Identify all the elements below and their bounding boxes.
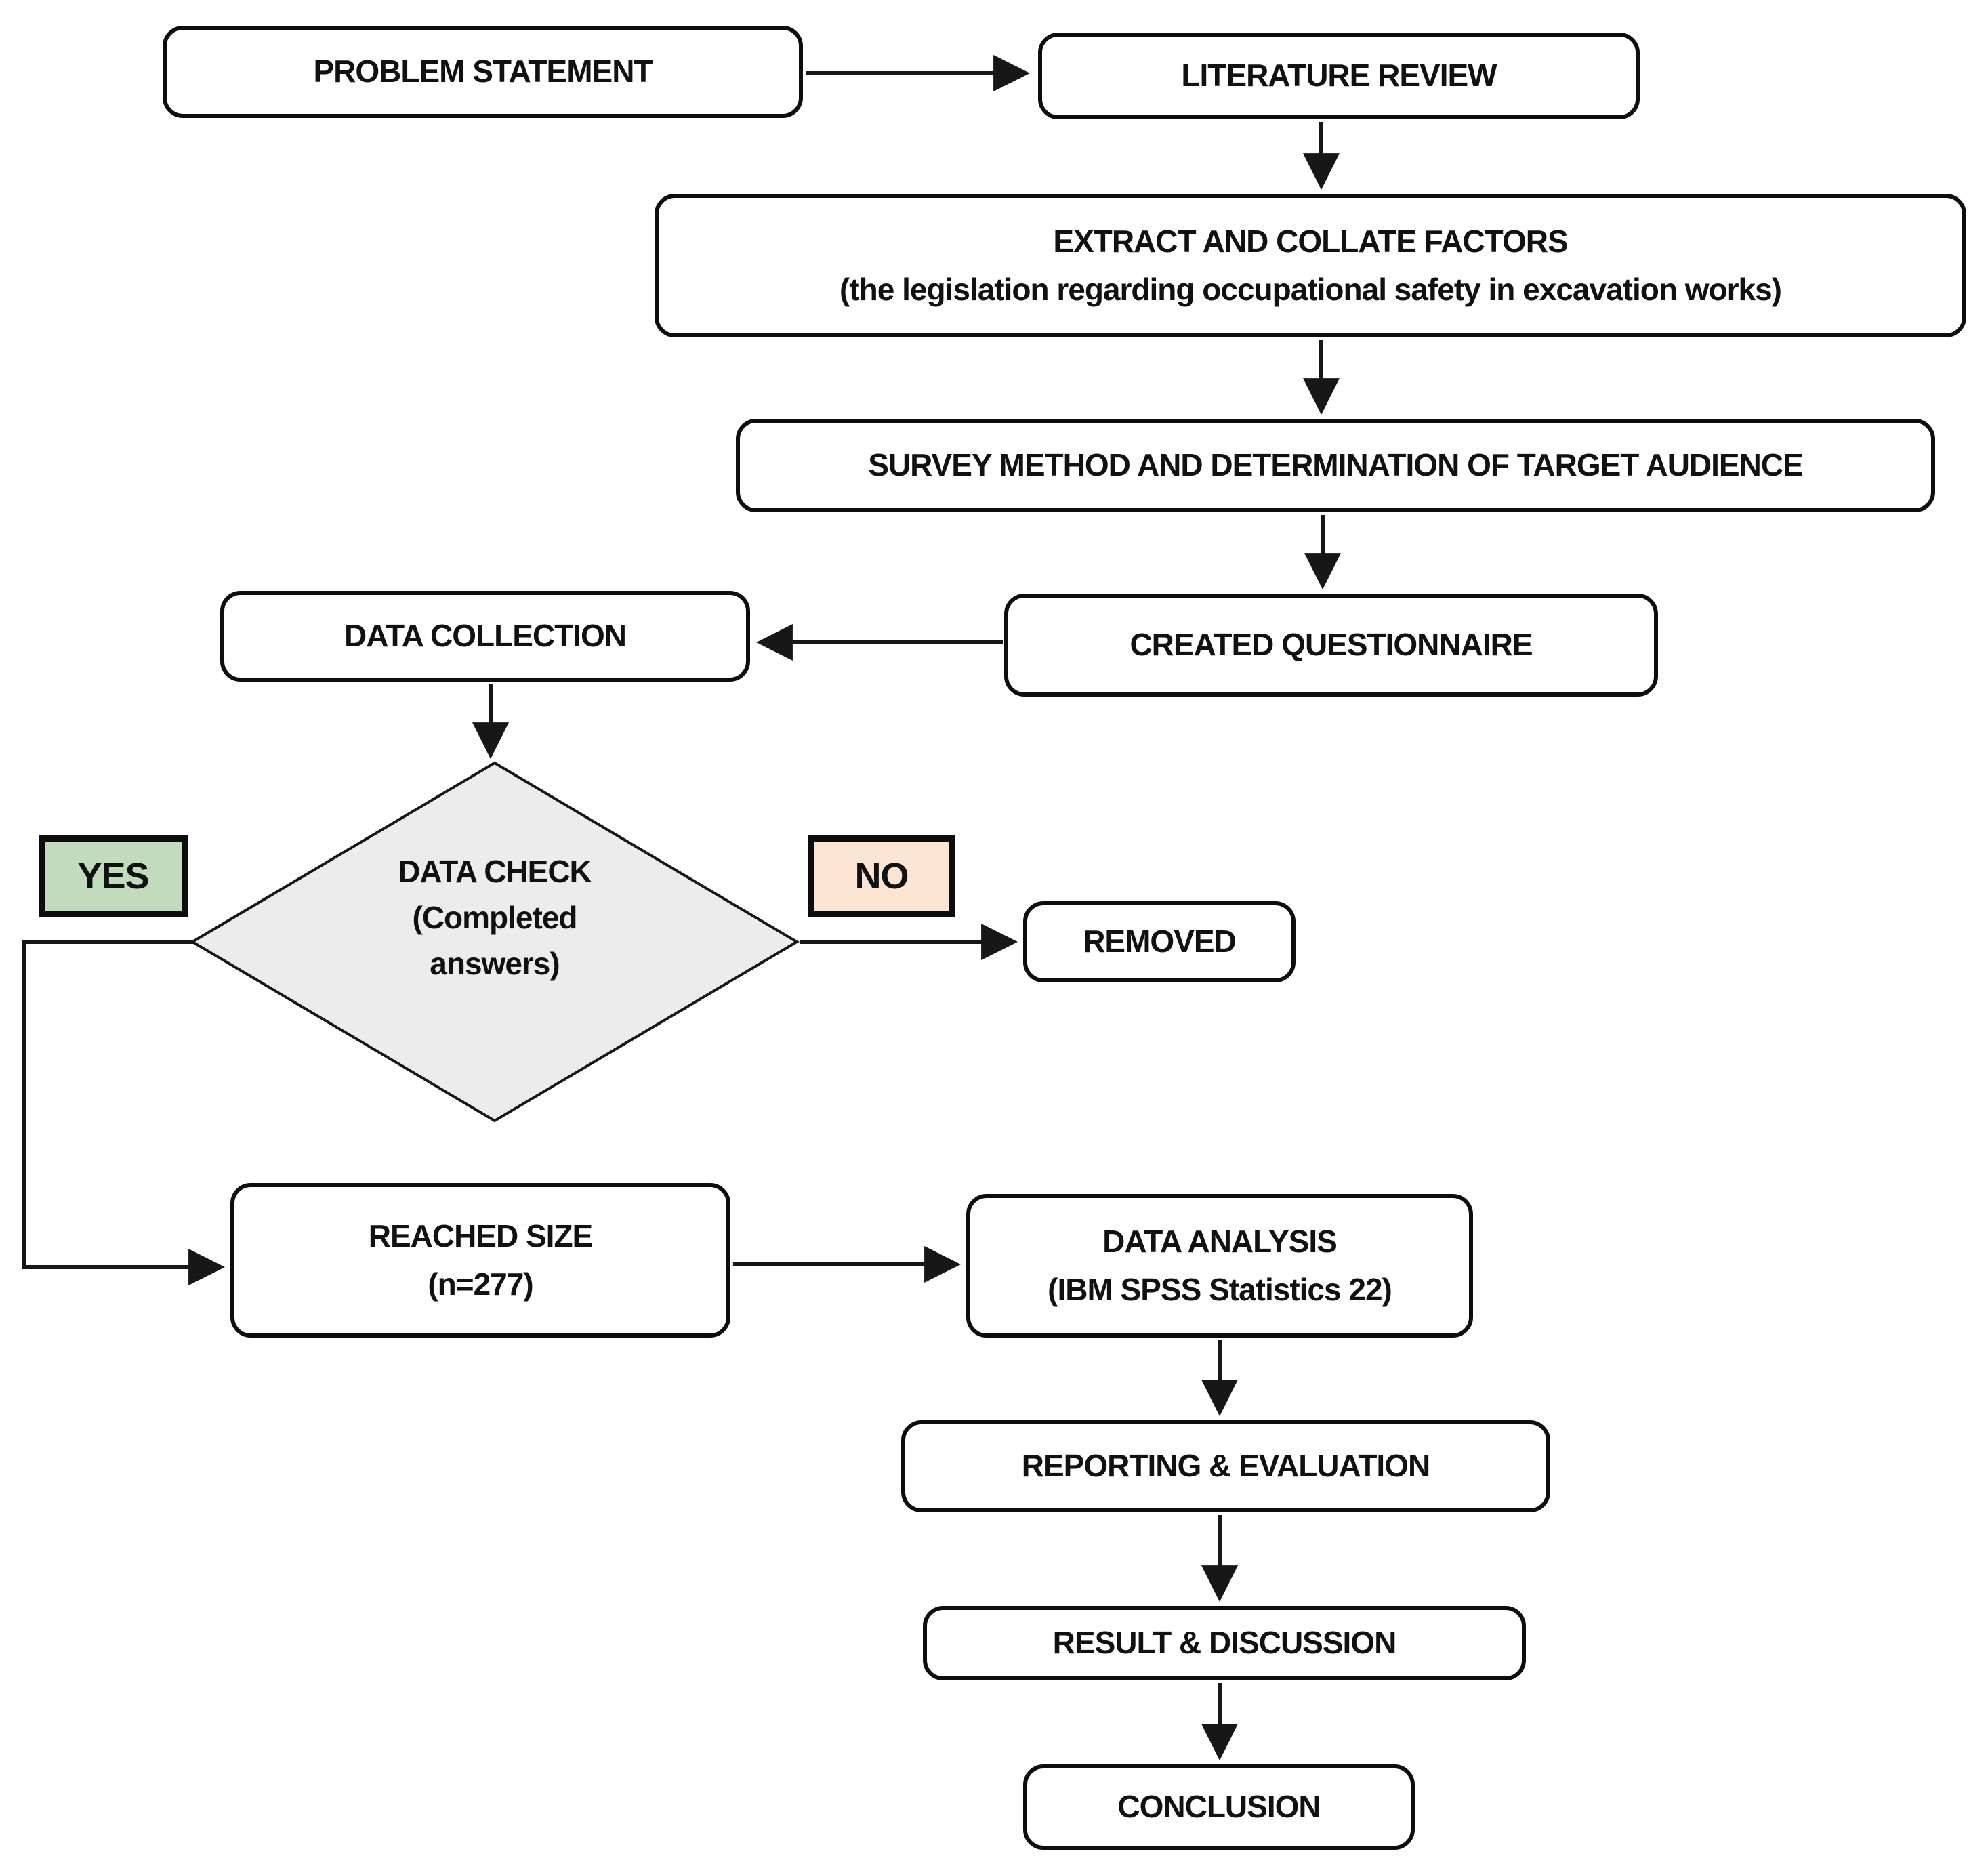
node-data-collection: DATA COLLECTION <box>220 591 750 682</box>
node-label-line1: DATA ANALYSIS <box>1102 1223 1338 1259</box>
node-label-line1: DATA CHECK <box>398 854 592 889</box>
node-label-line2: (Completed <box>412 900 578 936</box>
node-label: RESULT & DISCUSSION <box>1052 1625 1397 1661</box>
node-reached-size: REACHED SIZE (n=277) <box>230 1183 730 1338</box>
node-label: REPORTING & EVALUATION <box>1021 1448 1430 1484</box>
node-data-analysis: DATA ANALYSIS (IBM SPSS Statistics 22) <box>966 1194 1473 1338</box>
node-label-line2: (IBM SPSS Statistics 22) <box>1048 1272 1392 1307</box>
node-label-line2: (the legislation regarding occupational … <box>839 272 1782 307</box>
node-label-line1: REACHED SIZE <box>368 1218 593 1254</box>
decision-diamond-shape <box>190 761 800 1123</box>
branch-yes-label: YES <box>39 835 188 917</box>
node-extract-collate-factors: EXTRACT AND COLLATE FACTORS (the legisla… <box>655 194 1966 337</box>
node-removed: REMOVED <box>1023 901 1296 982</box>
node-label: REMOVED <box>1083 924 1237 959</box>
node-data-check-decision: DATA CHECK (Completed answers) <box>291 848 698 987</box>
node-created-questionnaire: CREATED QUESTIONNAIRE <box>1004 594 1658 697</box>
branch-no-label: NO <box>808 835 955 917</box>
node-label: CONCLUSION <box>1117 1789 1321 1825</box>
node-label-line2: (n=277) <box>428 1266 533 1302</box>
arrow-check-yes-to-reached-icon <box>22 940 226 1285</box>
node-survey-method: SURVEY METHOD AND DETERMINATION OF TARGE… <box>736 419 1935 512</box>
tag-label: NO <box>854 856 909 896</box>
node-result-discussion: RESULT & DISCUSSION <box>923 1606 1526 1680</box>
node-problem-statement: PROBLEM STATEMENT <box>163 26 803 118</box>
node-label: CREATED QUESTIONNAIRE <box>1130 627 1533 663</box>
node-label: SURVEY METHOD AND DETERMINATION OF TARGE… <box>868 447 1803 483</box>
node-reporting-evaluation: REPORTING & EVALUATION <box>901 1420 1550 1512</box>
node-label: DATA COLLECTION <box>344 618 627 654</box>
node-label: PROBLEM STATEMENT <box>313 54 653 89</box>
node-label-line1: EXTRACT AND COLLATE FACTORS <box>1053 223 1568 259</box>
node-literature-review: LITERATURE REVIEW <box>1038 33 1640 119</box>
node-label: LITERATURE REVIEW <box>1181 58 1497 94</box>
node-conclusion: CONCLUSION <box>1023 1764 1415 1850</box>
node-label-line3: answers) <box>430 946 560 982</box>
tag-label: YES <box>77 856 149 896</box>
